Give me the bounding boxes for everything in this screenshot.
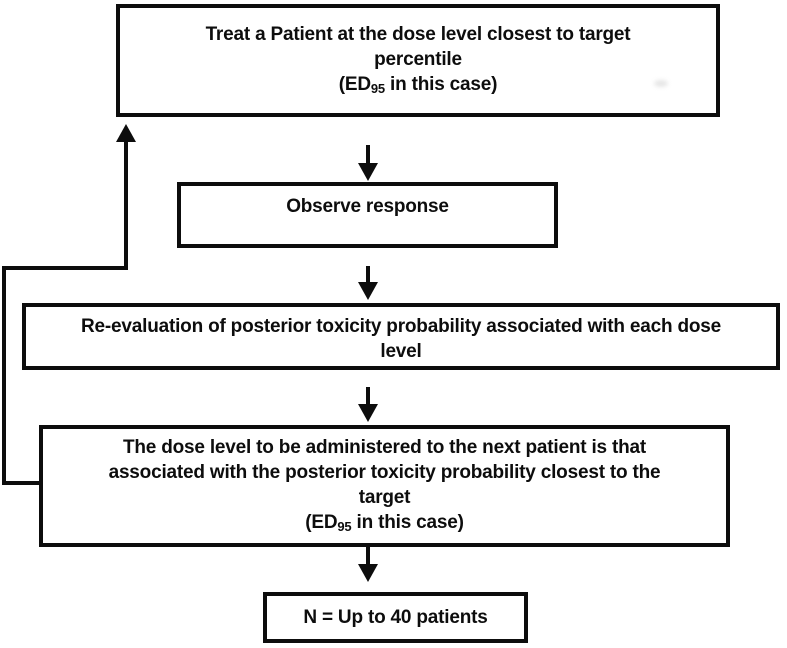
box-line: Re-evaluation of posterior toxicity prob… [81,316,721,337]
ed-prefix: (ED [305,512,338,533]
flow-box-treat-patient: Treat a Patient at the dose level closes… [116,4,720,117]
feedback-segment-bottom [2,481,42,485]
flow-box-observe-response: Observe response [177,182,558,248]
box-line: Observe response [286,196,449,217]
ed-suffix: in this case) [351,512,464,533]
box-line: N = Up to 40 patients [303,607,488,628]
arrow-shaft [366,387,370,406]
box-line: percentile [374,49,462,70]
feedback-segment-up [124,140,128,268]
arrowhead-down-icon [358,564,378,582]
ed-subscript: 95 [337,519,352,534]
arrow-shaft [366,145,370,167]
ed95-line: (ED95 in this case) [43,510,726,539]
ed-subscript: 95 [370,81,385,96]
feedback-segment-top [2,266,128,270]
ed-suffix: in this case) [384,74,498,95]
ed95-line: (ED95 in this case) [120,72,716,101]
arrowhead-down-icon [358,404,378,422]
arrow-shaft [366,547,370,566]
flow-box-next-dose-level: The dose level to be administered to the… [39,425,730,547]
arrowhead-down-icon [358,282,378,300]
flow-box-sample-size: N = Up to 40 patients [263,592,528,643]
arrowhead-up-icon [116,124,136,142]
arrow-shaft [366,266,370,284]
box-line: level [380,341,422,362]
box-line: associated with the posterior toxicity p… [108,462,661,483]
box-line: The dose level to be administered to the… [122,437,647,458]
box-line: Treat a Patient at the dose level closes… [205,24,631,45]
box-line: target [358,487,411,508]
feedback-segment-left [2,266,6,485]
arrowhead-down-icon [358,163,378,181]
flow-box-reevaluation: Re-evaluation of posterior toxicity prob… [22,303,780,370]
scan-artifact [654,80,668,87]
ed-prefix: (ED [338,74,371,95]
